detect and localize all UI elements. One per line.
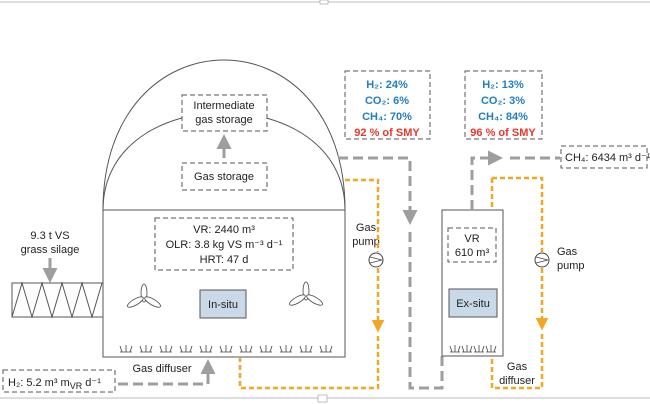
insitu-pump-label-2: pump	[352, 236, 380, 248]
exsitu-vr-box	[447, 227, 497, 263]
insitu-pump-label-1: Gas	[356, 222, 377, 234]
exsitu-ch4: CH₄: 84%	[478, 111, 528, 123]
feed-label-1: 9.3 t VS	[30, 230, 69, 242]
insitu-parameters-box	[154, 217, 294, 271]
exsitu-pump-label-2: pump	[557, 260, 585, 272]
insitu-co2: CO₂: 6%	[365, 95, 409, 107]
insitu-smy: 92 % of SMY	[354, 127, 420, 139]
ch4-output-label: CH₄: 6434 m³ d⁻¹	[565, 152, 650, 164]
feed-label-2: grass silage	[21, 244, 80, 256]
exsitu-gas-pump-icon	[534, 252, 550, 268]
insitu-diffuser-row	[119, 345, 333, 353]
exsitu-pump-label-1: Gas	[557, 246, 578, 258]
mixer-left-icon	[127, 283, 161, 308]
exsitu-composition-box	[464, 70, 543, 140]
exsitu-recirc-top	[492, 176, 544, 252]
insitu-label-box	[199, 289, 247, 319]
insitu-recirc-return	[238, 336, 380, 390]
exsitu-h2: H₂: 13%	[482, 79, 524, 91]
intermediate-storage-box	[181, 94, 268, 132]
gas-storage-box	[181, 162, 268, 191]
exsitu-vr-label: VR	[464, 233, 479, 245]
exsitu-vr-value: 610 m³	[455, 247, 490, 259]
insitu-label: In-situ	[208, 299, 238, 311]
insitu-recirc-top	[345, 178, 380, 252]
exsitu-label: Ex-situ	[456, 298, 490, 310]
exsitu-recirc-return	[490, 334, 544, 390]
insitu-ch4: CH₄: 70%	[362, 111, 412, 123]
insitu-gas-out-line	[338, 156, 418, 225]
exsitu-diffuser-label-1: Gas	[507, 361, 528, 373]
mixer-right-icon	[289, 281, 323, 306]
h2-feed-line	[118, 359, 216, 386]
bottom-handle	[317, 394, 328, 403]
gas-storage-label: Gas storage	[194, 171, 254, 183]
exsitu-smy: 96 % of SMY	[470, 127, 536, 139]
insitu-hrt: HRT: 47 d	[200, 254, 249, 266]
exsitu-gas-in-line	[408, 232, 444, 390]
intermediate-label-1: Intermediate	[193, 100, 254, 112]
insitu-vr: VR: 2440 m³	[193, 224, 255, 236]
insitu-composition-box	[344, 70, 431, 140]
exsitu-diffuser-label-2: diffuser	[499, 375, 535, 387]
h2-input-box	[2, 369, 116, 393]
intermediate-label-2: gas storage	[195, 114, 252, 126]
h2-input-label: H₂: 5.2 m³ mVR d⁻¹	[8, 377, 101, 391]
insitu-gas-pump-icon	[368, 252, 384, 268]
exsitu-co2: CO₂: 3%	[481, 95, 525, 107]
feed-screw-zigzag	[11, 281, 103, 319]
insitu-h2: H₂: 24%	[366, 79, 408, 91]
top-handle	[319, 0, 329, 5]
ch4-output-box	[560, 145, 648, 169]
insitu-olr: OLR: 3.8 kg VS m⁻³ d⁻¹	[166, 239, 283, 251]
exsitu-diffuser-row	[449, 345, 497, 353]
exsitu-gas-out-line	[470, 150, 503, 210]
exsitu-label-box	[448, 288, 498, 318]
outer-dome	[102, 59, 346, 211]
insitu-gas-diffuser-label: Gas diffuser	[132, 363, 191, 375]
